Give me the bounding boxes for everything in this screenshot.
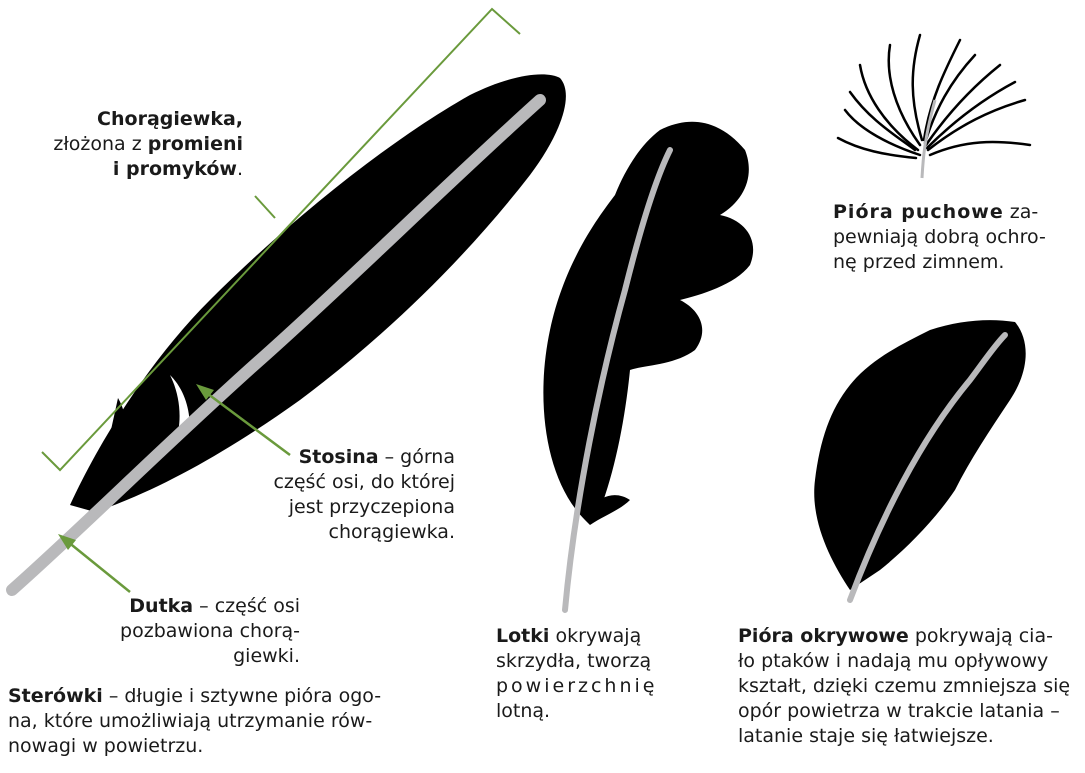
down-feathers-title: Pióra puchowe bbox=[833, 201, 1004, 223]
contour-feathers-title: Pióra okrywowe bbox=[738, 625, 909, 647]
rachis-line-3: jest przyczepiona bbox=[230, 495, 455, 520]
down-feathers-line-3: nę przed zimnem. bbox=[833, 250, 1078, 275]
tail-feathers-title: Sterówki bbox=[8, 685, 103, 707]
contour-feathers-text: pokrywają cia- bbox=[909, 625, 1053, 647]
flight-feathers-line-2: skrzydła, tworzą bbox=[496, 649, 696, 674]
calamus-title: Dutka bbox=[129, 595, 193, 617]
rachis-text: – górna bbox=[379, 446, 455, 468]
calamus-line-3: giewki. bbox=[80, 644, 300, 669]
rachis-title: Stosina bbox=[299, 446, 379, 468]
vane-term-2: i promyków bbox=[113, 158, 237, 180]
tail-feathers-line-2: na, które umożliwiają utrzymanie rów- bbox=[8, 709, 468, 734]
contour-feathers-line-2: ło ptaków i nadają mu opływowy bbox=[738, 649, 1083, 674]
flight-feathers-line-4: lotną. bbox=[496, 699, 696, 724]
calamus-line-2: pozbawiona chorą- bbox=[80, 619, 300, 644]
vane-label: Chorągiewka, złożona z promieni i promyk… bbox=[0, 107, 243, 182]
calamus-text: – część osi bbox=[193, 595, 300, 617]
vane-period: . bbox=[237, 158, 243, 180]
contour-feathers-line-5: latanie staje się łatwiejsze. bbox=[738, 724, 1083, 749]
tail-feathers-caption: Sterówki – długie i sztywne pióra ogo- n… bbox=[8, 684, 468, 759]
rachis-line-2: część osi, do której bbox=[230, 470, 455, 495]
down-feathers-line-2: pewniają dobrą ochro- bbox=[833, 225, 1078, 250]
rachis-label: Stosina – górna część osi, do której jes… bbox=[230, 445, 455, 545]
contour-feathers-line-3: kształt, dzięki czemu zmniejsza się bbox=[738, 674, 1083, 699]
flight-feather-vane bbox=[543, 122, 753, 520]
vane-term-1: promieni bbox=[148, 133, 243, 155]
contour-feathers-line-4: opór powietrza w trakcie latania – bbox=[738, 699, 1083, 724]
vane-title: Chorągiewka, bbox=[97, 108, 243, 130]
calamus-label: Dutka – część osi pozbawiona chorą- giew… bbox=[80, 594, 300, 669]
down-feathers-caption: Pióra puchowe za- pewniają dobrą ochro- … bbox=[833, 200, 1078, 275]
down-feathers-text: za- bbox=[1004, 201, 1039, 223]
flight-feathers-line-3: powierzchnię bbox=[496, 674, 696, 699]
flight-feathers-caption: Lotki okrywają skrzydła, tworzą powierzc… bbox=[496, 624, 696, 724]
calamus-pointer bbox=[62, 537, 130, 592]
vane-bracket-tick bbox=[255, 196, 275, 218]
flight-feathers-title: Lotki bbox=[496, 625, 549, 647]
tail-feathers-text: – długie i sztywne pióra ogo- bbox=[103, 685, 381, 707]
tail-feathers-line-3: nowagi w powietrzu. bbox=[8, 734, 468, 759]
down-feather bbox=[838, 35, 1030, 158]
flight-feathers-text: okrywają bbox=[549, 625, 641, 647]
contour-feathers-caption: Pióra okrywowe pokrywają cia- ło ptaków … bbox=[738, 624, 1083, 749]
rachis-line-4: chorągiewka. bbox=[230, 520, 455, 545]
vane-text: złożona z bbox=[53, 133, 147, 155]
